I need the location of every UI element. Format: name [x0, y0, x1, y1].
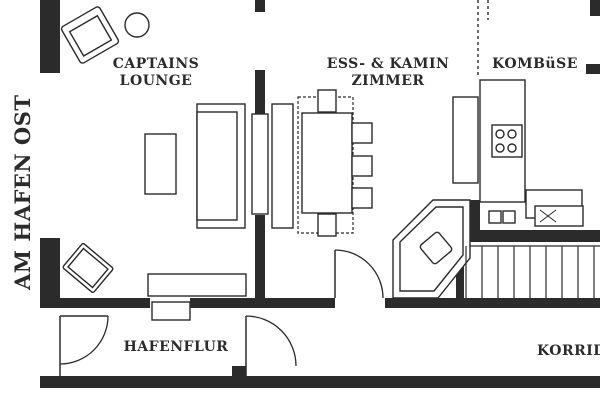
dishwasher	[534, 205, 584, 227]
fireplace	[271, 103, 294, 229]
wall-south-left	[40, 298, 150, 308]
kitchen-island	[452, 96, 479, 184]
room-label-hafenflur: HAFENFLUR	[124, 339, 229, 355]
armchair	[60, 6, 120, 64]
sideboard	[147, 273, 247, 297]
wall-west-lower	[40, 238, 60, 308]
cooktop	[491, 124, 523, 158]
wall-right-edge	[590, 0, 600, 16]
wall-mid-top	[255, 0, 265, 12]
lounge-chair	[62, 243, 114, 293]
room-label-korridor: KORRID	[537, 343, 600, 359]
door-hafenflur-east	[245, 315, 297, 376]
wall-stair-side	[456, 258, 464, 298]
wall-south-mid	[190, 298, 335, 308]
room-label-kombuese: KOMBüSE	[492, 56, 578, 72]
coffee-table	[144, 133, 177, 195]
street-label: AM HAFEN OST	[10, 95, 35, 292]
door-ess-zimmer	[334, 249, 384, 299]
room-label-ess-kamin-line1: ESS- & KAMIN	[327, 56, 450, 72]
entry-steps	[392, 199, 471, 299]
room-label-captains-lounge-line2: LOUNGE	[120, 73, 193, 89]
dining-table	[297, 96, 354, 234]
wall-right-stub	[586, 64, 600, 74]
staircase	[465, 245, 600, 298]
wall-south-right	[385, 298, 600, 308]
sofa	[196, 103, 246, 229]
wall-stair-top	[470, 230, 600, 242]
side-table	[124, 12, 150, 38]
wall-mid-lower	[255, 215, 265, 308]
wall-hafenflur-stub	[232, 366, 246, 378]
walls	[40, 0, 600, 388]
door-hafenflur-west	[59, 315, 109, 376]
room-label-captains-lounge-line1: CAPTAINS	[113, 56, 200, 72]
wall-west-upper	[40, 0, 60, 73]
wall-bottom	[40, 376, 600, 388]
dining-chairs	[317, 89, 373, 237]
fireplace-panel	[251, 113, 269, 215]
wall-mid-upper	[255, 70, 265, 114]
sink	[488, 210, 516, 224]
hafenflur-radiator	[151, 301, 191, 321]
room-label-ess-kamin-line2: ZIMMER	[351, 73, 424, 89]
